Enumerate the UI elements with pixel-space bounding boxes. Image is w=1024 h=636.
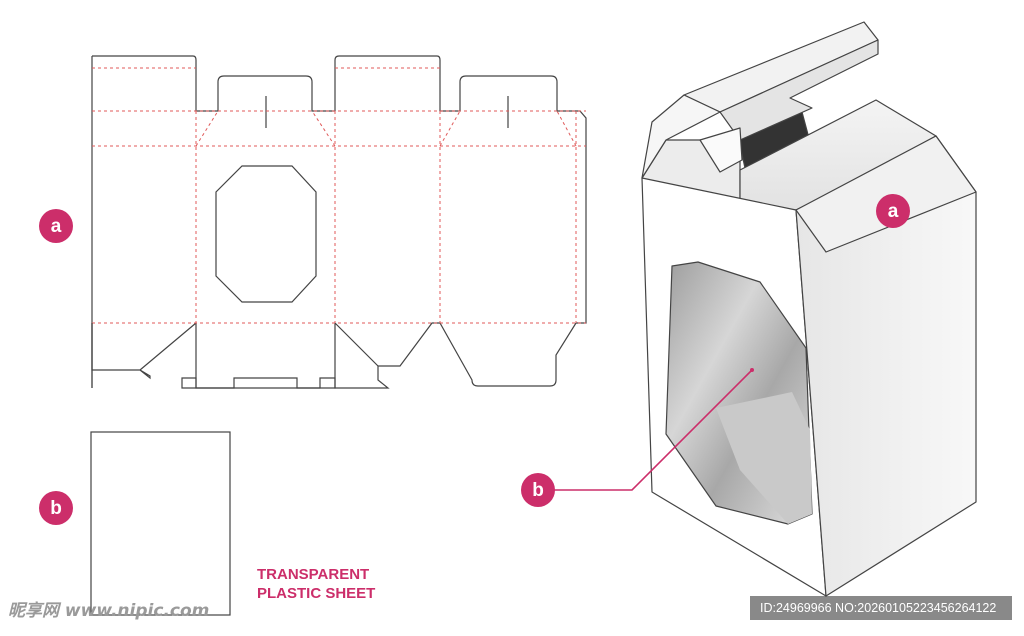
badge-b-left-label: b bbox=[50, 498, 62, 519]
box-3d bbox=[641, 21, 977, 597]
caption-line-2: PLASTIC SHEET bbox=[257, 585, 375, 602]
watermark-site: 昵享网 www.nipic.com bbox=[8, 601, 209, 621]
dieline-window bbox=[215, 165, 317, 303]
pointer-b-line bbox=[553, 369, 753, 491]
badge-a-right: a bbox=[876, 194, 910, 228]
dieline-outline bbox=[92, 55, 587, 389]
dieline-bottom-flaps bbox=[91, 322, 379, 389]
watermark-id: ID:24969966 NO:20260105223456264122 bbox=[750, 596, 1012, 620]
badge-b-right: b bbox=[521, 473, 555, 507]
fold-lines bbox=[92, 67, 586, 324]
badge-b-right-label: b bbox=[532, 480, 544, 501]
badge-a-right-label: a bbox=[888, 201, 899, 222]
badge-a-left-label: a bbox=[51, 216, 62, 237]
box-dieline bbox=[91, 55, 587, 389]
badge-b-left: b bbox=[39, 491, 73, 525]
plastic-sheet-outline bbox=[90, 431, 231, 616]
caption-line-1: TRANSPARENT bbox=[257, 566, 369, 583]
badge-a-left: a bbox=[39, 209, 73, 243]
